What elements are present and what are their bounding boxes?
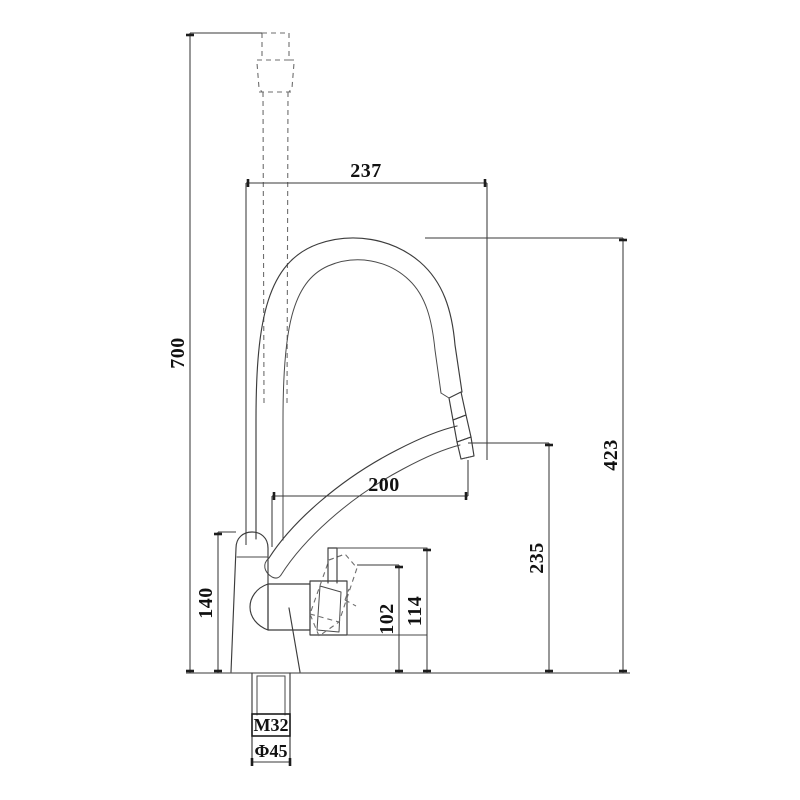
dimension-423-spout-height: 423 — [425, 237, 627, 673]
dimension-label-700: 700 — [167, 337, 189, 369]
dimension-label-114: 114 — [404, 596, 426, 626]
dimension-200-spout-projection: 200 — [271, 460, 469, 547]
dimension-700-overall-height: 700 — [167, 32, 262, 673]
dimension-label-phi45: Φ45 — [255, 741, 288, 761]
dimension-114-handle-clearance: 114 — [404, 548, 431, 673]
gooseneck-spout-arc — [255, 237, 463, 541]
dimension-235-outlet-height: 235 — [468, 442, 553, 673]
dimension-label-237: 237 — [350, 160, 382, 182]
dimension-label-102: 102 — [376, 603, 398, 635]
dimension-label-200: 200 — [368, 474, 400, 496]
dimension-label-m32: M32 — [254, 715, 289, 735]
pull-out-spray-wand-hidden — [256, 32, 295, 405]
dimension-label-423: 423 — [600, 439, 622, 471]
spout-outlet-nozzle — [440, 391, 475, 460]
dimension-label-140: 140 — [195, 587, 217, 619]
lever-handle-raised-phantom — [309, 553, 358, 637]
dimension-102-handle-height: 102 — [357, 564, 403, 673]
dimension-phi45-base-diameter: Φ45 — [250, 741, 292, 766]
dimension-140-body-height: 140 — [195, 531, 236, 673]
dimension-label-235: 235 — [526, 542, 548, 574]
thread-callout-m32: M32 — [251, 713, 291, 737]
dimension-237-spout-reach: 237 — [245, 160, 488, 545]
spout-lower-sweep-arm — [264, 425, 461, 579]
faucet-body — [230, 531, 301, 673]
